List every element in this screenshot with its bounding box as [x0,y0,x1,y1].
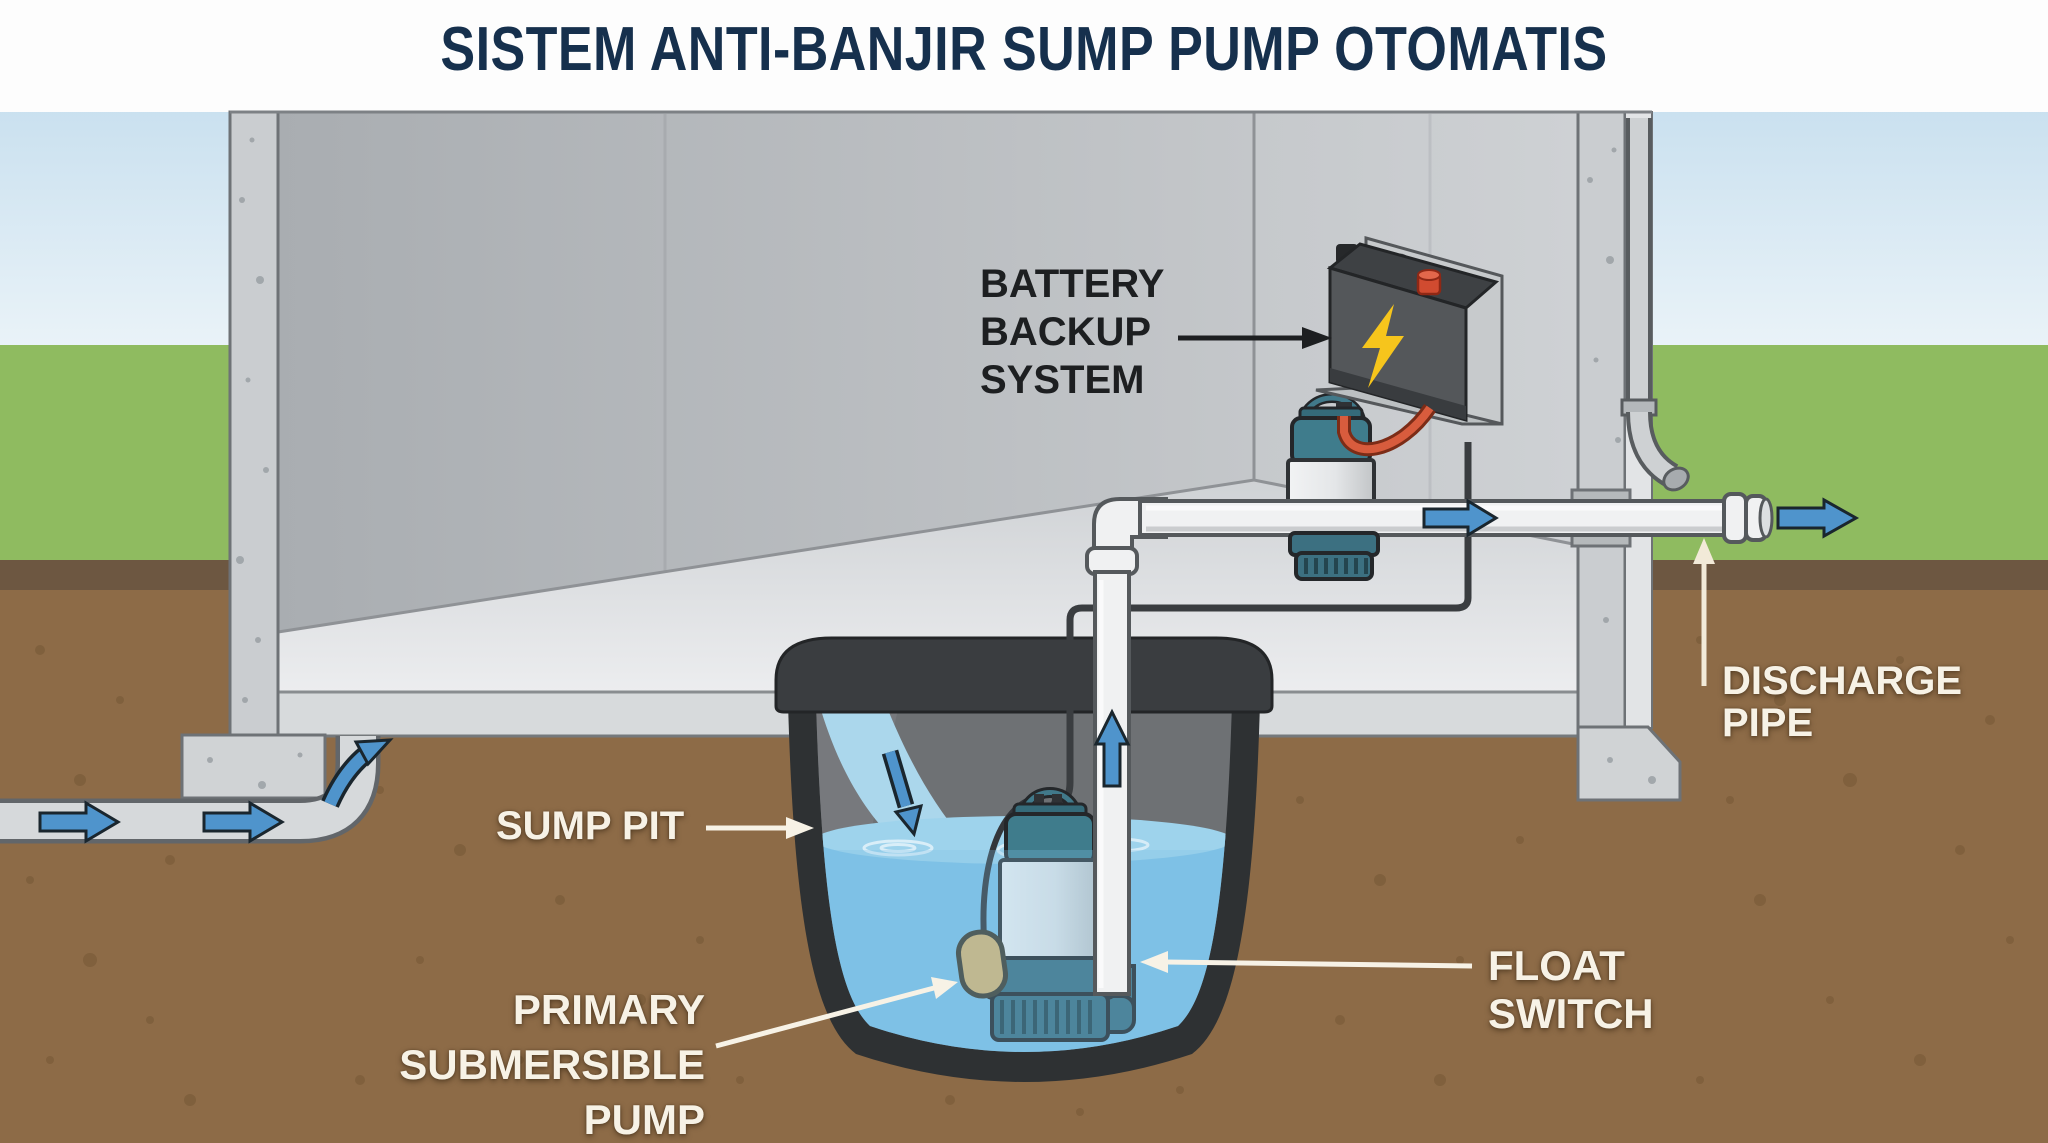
flow-arrow-pipe-outside [1776,497,1860,539]
backup-power-cable [1337,403,1436,457]
label-arrows [706,327,1715,1049]
discharge-pipe-label-arrow [1693,538,1715,686]
concrete-speckles [207,137,1656,789]
float-switch-label: FLOAT SWITCH [1488,942,1654,1037]
primary-pump-label: PRIMARY SUBMERSIBLE PUMP [399,986,705,1143]
diagram-title: SISTEM ANTI-BANJIR SUMP PUMP OTOMATIS [440,15,1608,84]
sump-pit-label-arrow [706,817,814,839]
flow-arrows [881,497,1860,838]
flow-arrow-drain-1 [38,800,121,844]
back-left-wall [278,112,1254,632]
left-footing [180,733,327,800]
flow-arrow-into-pit [881,749,924,838]
grass-left [0,345,234,563]
topsoil-band-left [0,560,234,590]
pit-rim [774,636,1274,714]
downspout-opening [1662,466,1690,492]
sky-right [1646,104,2048,349]
water-tint [816,850,1232,1052]
lightning-bolt-icon [1362,304,1404,388]
battery-label-arrow [1178,327,1332,349]
primary-pump-label-arrow [715,977,958,1049]
float-switch-label-arrow [1140,951,1473,973]
float-switch-body [955,929,1009,999]
drain-inlet-pipe [0,736,394,844]
pipe-outlet [1758,497,1774,539]
flow-arrow-up-pipe [1093,708,1131,788]
battery-backup-label: BATTERY BACKUP SYSTEM [980,262,1165,402]
flow-arrow-drain-2 [202,800,285,844]
sump-pit-label: SUMP PIT [496,804,685,848]
left-foundation-wall [228,110,280,738]
backup-pump-base [1288,531,1380,581]
title-band [0,0,2048,112]
pump-ribs [1000,1000,1092,1034]
flow-arrow-drain-bend [353,738,394,767]
pipe-coupling-end-1 [1722,492,1748,544]
flow-arrow-pipe-inside [1422,498,1499,538]
sky-left [0,104,234,349]
battery-backup-unit [1315,236,1504,426]
right-foundation-wall [1576,110,1627,730]
topsoil-band-right [1646,560,2048,590]
downspout [1620,118,1690,492]
discharge-pipe-label: DISCHARGE PIPE [1722,659,1963,745]
primary-pump [955,787,1136,1042]
